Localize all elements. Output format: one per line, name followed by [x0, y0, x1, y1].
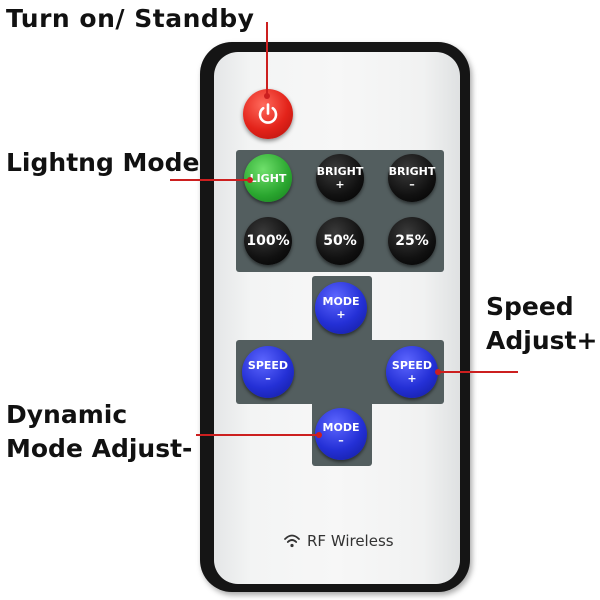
speed-plus-button[interactable]: SPEED +: [386, 346, 438, 398]
speed-callout-line: [438, 371, 518, 373]
dynamic-mode-callout-label: Dynamic Mode Adjust-: [6, 398, 192, 466]
wifi-icon: [284, 534, 300, 548]
brightness-50-button[interactable]: 50%: [316, 217, 364, 265]
speed-callout-dot: [435, 369, 441, 375]
power-callout-label: Turn on/ Standby: [6, 4, 255, 33]
bright-minus-button[interactable]: BRIGHT –: [388, 154, 436, 202]
speed-minus-label: SPEED: [247, 359, 289, 372]
mode-plus-button[interactable]: MODE +: [315, 282, 367, 334]
brightness-50-label: 50%: [323, 232, 357, 249]
mode-minus-sign: –: [338, 434, 344, 447]
lighting-callout-line: [170, 179, 250, 181]
speed-minus-button[interactable]: SPEED –: [242, 346, 294, 398]
speed-adjust-callout-label: Speed Adjust+: [486, 290, 597, 358]
bright-plus-button[interactable]: BRIGHT +: [316, 154, 364, 202]
power-callout-line: [266, 22, 268, 96]
speed-callout-line1: Speed: [486, 292, 574, 321]
speed-callout-line2: Adjust+: [486, 326, 598, 355]
light-button-label: LIGHT: [249, 171, 287, 185]
bright-plus-sign: +: [335, 178, 345, 191]
brightness-100-label: 100%: [246, 232, 290, 249]
speed-minus-sign: –: [265, 372, 271, 385]
dynamic-callout-line: [196, 434, 320, 436]
mode-plus-label: MODE: [322, 295, 360, 308]
lighting-mode-callout-label: Lightng Mode: [6, 148, 200, 177]
rf-wireless-text: RF Wireless: [307, 532, 394, 550]
bright-minus-label: BRIGHT: [388, 165, 436, 178]
brightness-100-button[interactable]: 100%: [244, 217, 292, 265]
speed-plus-sign: +: [407, 372, 417, 385]
power-callout-dot: [264, 93, 270, 99]
lighting-callout-dot: [247, 177, 253, 183]
dynamic-callout-line2: Mode Adjust-: [6, 434, 193, 463]
brightness-25-button[interactable]: 25%: [388, 217, 436, 265]
mode-minus-label: MODE: [322, 421, 360, 434]
brightness-25-label: 25%: [395, 232, 429, 249]
dynamic-callout-dot: [316, 432, 322, 438]
power-icon: [258, 103, 278, 124]
mode-minus-button[interactable]: MODE –: [315, 408, 367, 460]
bright-plus-label: BRIGHT: [316, 165, 364, 178]
mode-plus-sign: +: [336, 308, 346, 321]
speed-plus-label: SPEED: [391, 359, 433, 372]
bright-minus-sign: –: [409, 178, 415, 191]
rf-wireless-label: RF Wireless: [283, 532, 394, 550]
dynamic-callout-line1: Dynamic: [6, 400, 128, 429]
